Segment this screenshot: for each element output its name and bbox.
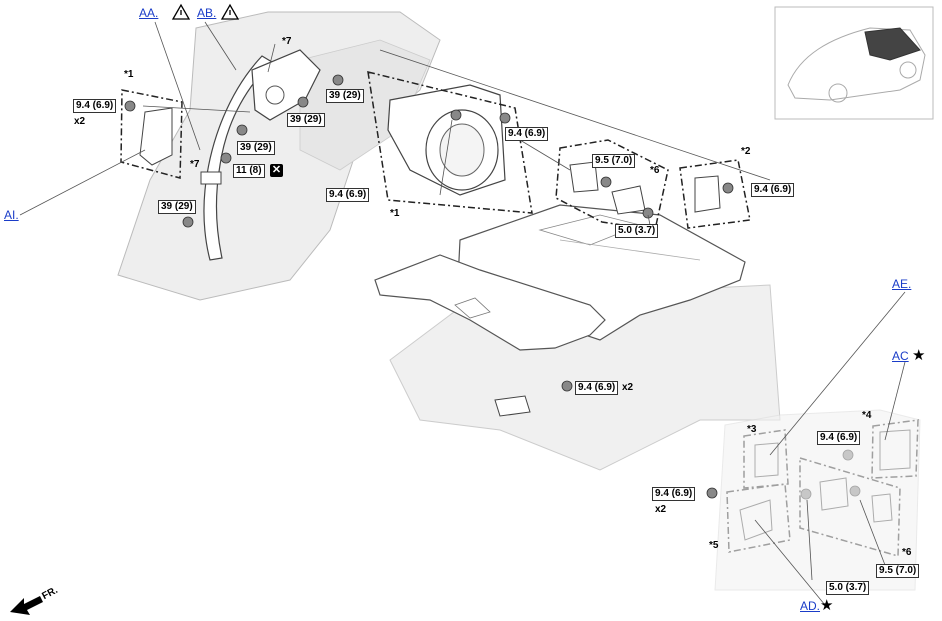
part-marker: *1 (390, 208, 400, 219)
part-marker: *1 (124, 69, 134, 80)
star-icon: ★ (912, 347, 926, 364)
front-arrow-icon (10, 596, 43, 615)
seat-belt-strap (203, 55, 273, 261)
torque-label: 9.4 (6.9) (505, 127, 549, 141)
x-box-icon: ✕ (270, 164, 283, 177)
quantity-label: x2 (622, 382, 634, 393)
quantity-label: x2 (655, 504, 667, 515)
bracket-2 (694, 175, 721, 213)
part-marker: *6 (902, 547, 912, 558)
quantity-label: x2 (74, 116, 86, 127)
vehicle-outline (787, 27, 926, 101)
part-marker: *3 (747, 424, 757, 435)
torque-label: 39 (29) (326, 89, 364, 103)
link-ad[interactable]: AD. (800, 599, 821, 613)
torque-label: 39 (29) (158, 200, 196, 214)
link-aa[interactable]: AA. (139, 6, 159, 20)
torque-label: 39 (29) (237, 141, 275, 155)
part-marker: *6 (650, 165, 660, 176)
floor-cover (374, 254, 606, 351)
torque-label: 9.4 (6.9) (73, 99, 117, 113)
torque-label: 9.4 (6.9) (326, 188, 370, 202)
bracket-6 (569, 161, 599, 193)
link-ac[interactable]: AC (892, 349, 909, 363)
vehicle-thumbnail-frame (774, 6, 934, 120)
torque-label: 5.0 (3.7) (826, 581, 870, 595)
link-ai[interactable]: AI. (4, 208, 19, 222)
torque-label: 39 (29) (287, 113, 325, 127)
floor-bracket (494, 395, 531, 417)
part-marker: *4 (862, 410, 872, 421)
inset-body (714, 409, 921, 591)
star-icon: ★ (820, 597, 834, 614)
quarter-trim-bracket (139, 107, 173, 166)
torque-label: 9.4 (6.9) (817, 431, 861, 445)
link-ae[interactable]: AE. (892, 277, 912, 291)
part-marker: *5 (709, 540, 719, 551)
frame-1-left (120, 89, 183, 179)
frame-6-upper (555, 139, 669, 231)
link-ab[interactable]: AB. (197, 6, 217, 20)
part-marker: *2 (741, 146, 751, 157)
frame-1-speaker (367, 71, 533, 214)
torque-label: 9.4 (6.9) (652, 487, 696, 501)
part-marker: *7 (190, 159, 200, 170)
torque-label: 9.5 (7.0) (592, 154, 636, 168)
torque-label: 11 (8) (233, 164, 265, 178)
torque-label: 9.4 (6.9) (575, 381, 619, 395)
torque-label: 9.5 (7.0) (876, 564, 920, 578)
torque-label: 9.4 (6.9) (751, 183, 795, 197)
part-marker: *7 (282, 36, 292, 47)
torque-label: 5.0 (3.7) (615, 224, 659, 238)
